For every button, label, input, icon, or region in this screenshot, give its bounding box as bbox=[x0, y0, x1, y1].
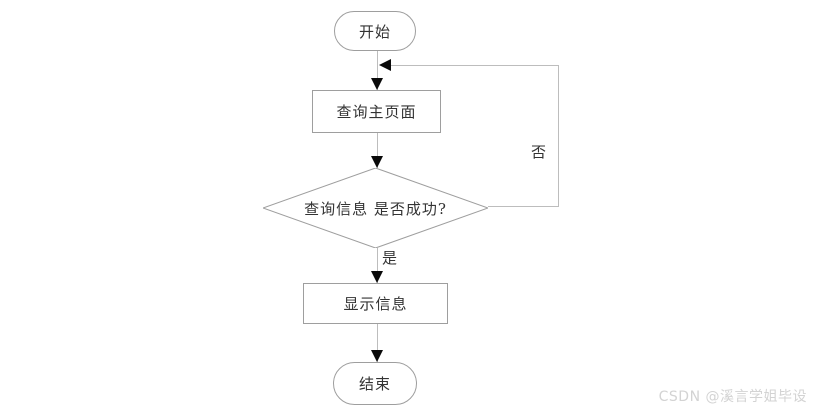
edge-label-no: 否 bbox=[531, 143, 547, 161]
node-start-label: 开始 bbox=[358, 22, 391, 41]
arrowhead-into-decision bbox=[371, 156, 383, 168]
edge-label-yes: 是 bbox=[382, 249, 398, 267]
connector-no-bottom bbox=[488, 206, 558, 207]
connector-no-top bbox=[381, 65, 558, 66]
arrowhead-into-end bbox=[371, 350, 383, 362]
arrowhead-into-display-info bbox=[371, 271, 383, 283]
csdn-watermark: CSDN @溪言学姐毕设 bbox=[658, 389, 807, 405]
connector-no-right bbox=[558, 65, 559, 207]
connector-display-to-end bbox=[377, 324, 378, 362]
node-display-info: 显示信息 bbox=[303, 283, 448, 324]
node-query-success-decision: 查询信息 是否成功? bbox=[263, 168, 488, 248]
node-query-success-decision-label: 查询信息 是否成功? bbox=[304, 199, 447, 218]
connector-yes bbox=[377, 248, 378, 283]
node-start: 开始 bbox=[334, 11, 416, 51]
arrowhead-no-into-main-flow bbox=[379, 59, 391, 71]
arrowhead-into-query-main bbox=[371, 78, 383, 90]
node-end: 结束 bbox=[333, 362, 417, 405]
connector-query-to-decision bbox=[377, 133, 378, 168]
node-query-main-page-label: 查询主页面 bbox=[336, 103, 417, 121]
diamond-shape bbox=[263, 168, 488, 248]
node-end-label: 结束 bbox=[358, 375, 391, 393]
node-display-info-label: 显示信息 bbox=[343, 295, 408, 313]
node-query-main-page: 查询主页面 bbox=[312, 90, 441, 133]
connector-start-to-query bbox=[377, 51, 378, 90]
